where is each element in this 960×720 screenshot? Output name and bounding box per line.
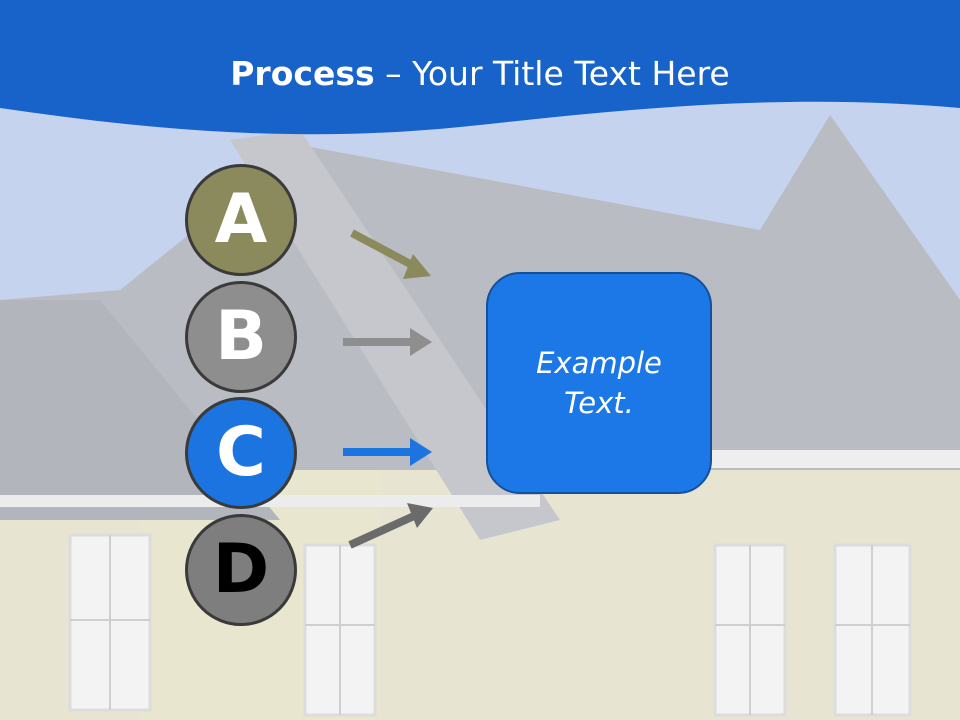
example-text: Example Text.: [536, 346, 662, 420]
example-text-box: Example Text.: [486, 272, 712, 494]
title-rest: – Your Title Text Here: [374, 54, 730, 93]
step-a-letter: A: [214, 180, 268, 259]
step-b-letter: B: [215, 297, 267, 376]
step-c-letter: C: [216, 413, 266, 492]
step-d-letter: D: [212, 530, 270, 609]
title-bold: Process: [230, 54, 375, 93]
slide-title: Process – Your Title Text Here: [0, 52, 960, 96]
step-b-circle: B: [185, 281, 297, 393]
step-d-circle: D: [185, 514, 297, 626]
step-a-circle: A: [185, 164, 297, 276]
step-c-circle: C: [185, 397, 297, 509]
